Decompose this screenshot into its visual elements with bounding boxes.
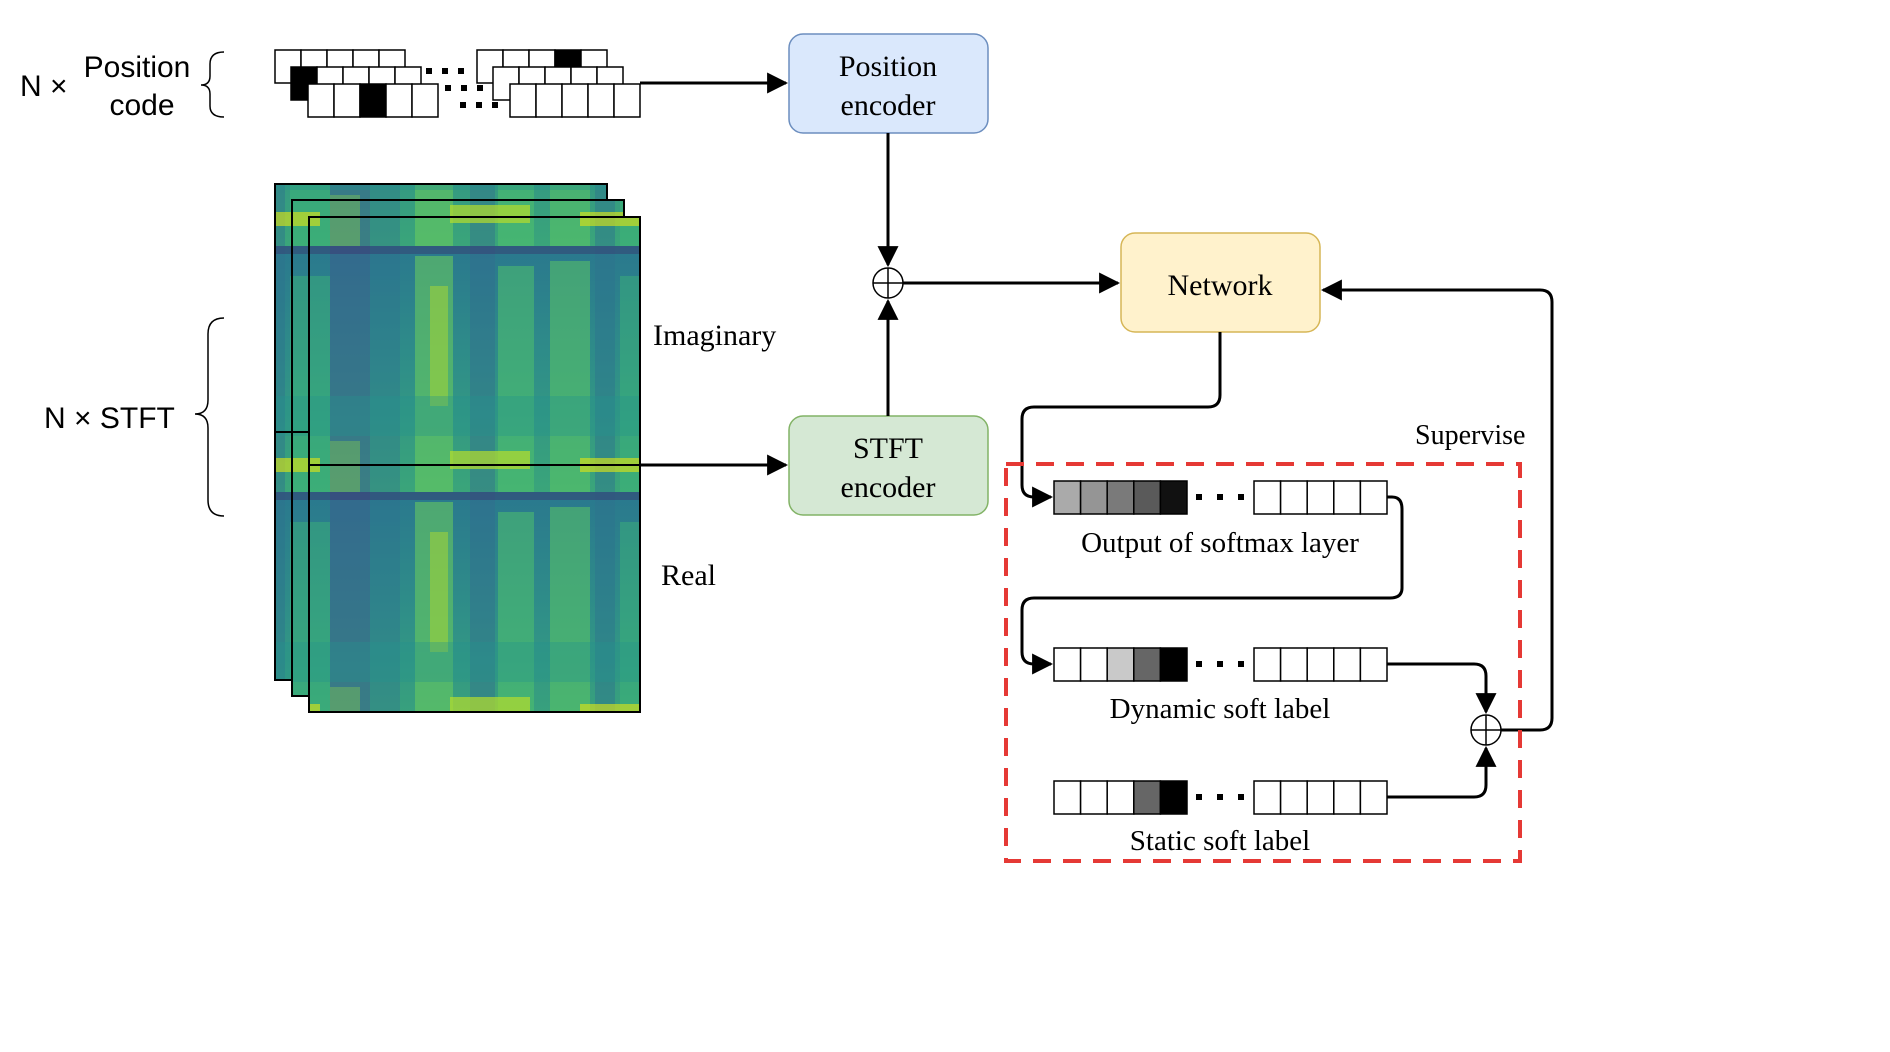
static-ellipsis-dot	[1196, 794, 1202, 800]
dynamic-ellipsis-dot	[1238, 661, 1244, 667]
imaginary-label: Imaginary	[653, 319, 776, 352]
static-tail-cell	[1279, 780, 1308, 815]
position-encoder-label-line2: encoder	[841, 89, 936, 122]
arrow-network-to-softmax	[1020, 332, 1222, 508]
static-ellipsis-dot	[1217, 794, 1223, 800]
static-tail-cell	[1359, 780, 1388, 815]
static-cell	[1079, 780, 1108, 815]
softmax-tail-cell	[1359, 480, 1388, 515]
softmax-output-vector	[1053, 480, 1388, 515]
softmax-output-label: Output of softmax layer	[1081, 527, 1359, 559]
position-code-label-line1: Position	[84, 51, 191, 84]
dynamic-ellipsis-dot	[1196, 661, 1202, 667]
arrow-static-to-sum	[1387, 745, 1497, 799]
spectrogram-stack	[274, 183, 641, 713]
dynamic-tail-cell	[1359, 647, 1388, 682]
imaginary-spectrogram	[308, 216, 641, 466]
network-label: Network	[1168, 269, 1273, 302]
sum-node-labels	[1470, 714, 1502, 746]
stft-encoder-label-line1: STFT	[853, 432, 923, 465]
position-code-brace	[200, 51, 225, 118]
dynamic-ellipsis-dot	[1217, 661, 1223, 667]
dynamic-cell	[1079, 647, 1108, 682]
arrow-dynamic-to-sum	[1387, 662, 1497, 715]
n-stft-label: N × STFT	[44, 402, 175, 435]
softmax-cell	[1079, 480, 1108, 515]
static-ellipsis-dot	[1238, 794, 1244, 800]
dynamic-tail-cell	[1279, 647, 1308, 682]
softmax-ellipsis-dot	[1238, 494, 1244, 500]
sum-node-encoders	[872, 267, 904, 299]
n-times-label: N ×	[20, 70, 68, 103]
dynamic-cell	[1159, 647, 1188, 682]
softmax-cell	[1053, 480, 1082, 515]
softmax-tail-cell	[1279, 480, 1308, 515]
position-encoder-label-line1: Position	[839, 50, 937, 83]
static-cell	[1053, 780, 1082, 815]
position-code-label-line2: code	[109, 89, 174, 122]
arrow-supervise-to-network	[1320, 279, 1554, 732]
static-cell	[1133, 780, 1162, 815]
supervise-label: Supervise	[1415, 420, 1525, 451]
dynamic-tail-cell	[1253, 647, 1282, 682]
real-label: Real	[661, 559, 716, 592]
dynamic-cell	[1053, 647, 1082, 682]
softmax-tail-cell	[1333, 480, 1362, 515]
static-soft-label-vector	[1053, 780, 1388, 815]
arrow-softmax-to-dynamic	[1020, 495, 1404, 675]
softmax-ellipsis-dot	[1196, 494, 1202, 500]
dynamic-soft-label-vector	[1053, 647, 1388, 682]
stft-brace	[194, 317, 225, 517]
supervise-region	[1004, 462, 1522, 863]
dynamic-cell	[1106, 647, 1135, 682]
static-tail-cell	[1306, 780, 1335, 815]
softmax-cell	[1106, 480, 1135, 515]
softmax-tail-cell	[1253, 480, 1282, 515]
softmax-tail-cell	[1306, 480, 1335, 515]
dynamic-tail-cell	[1333, 647, 1362, 682]
dynamic-cell	[1133, 647, 1162, 682]
position-code-cells	[274, 49, 641, 118]
stft-encoder-label-line2: encoder	[841, 471, 936, 504]
dynamic-tail-cell	[1306, 647, 1335, 682]
static-soft-label-label: Static soft label	[1130, 825, 1310, 857]
dynamic-soft-label-label: Dynamic soft label	[1110, 693, 1331, 725]
static-cell	[1159, 780, 1188, 815]
static-tail-cell	[1333, 780, 1362, 815]
softmax-cell	[1133, 480, 1162, 515]
static-tail-cell	[1253, 780, 1282, 815]
softmax-cell	[1159, 480, 1188, 515]
softmax-ellipsis-dot	[1217, 494, 1223, 500]
real-spectrogram	[308, 464, 641, 713]
static-cell	[1106, 780, 1135, 815]
